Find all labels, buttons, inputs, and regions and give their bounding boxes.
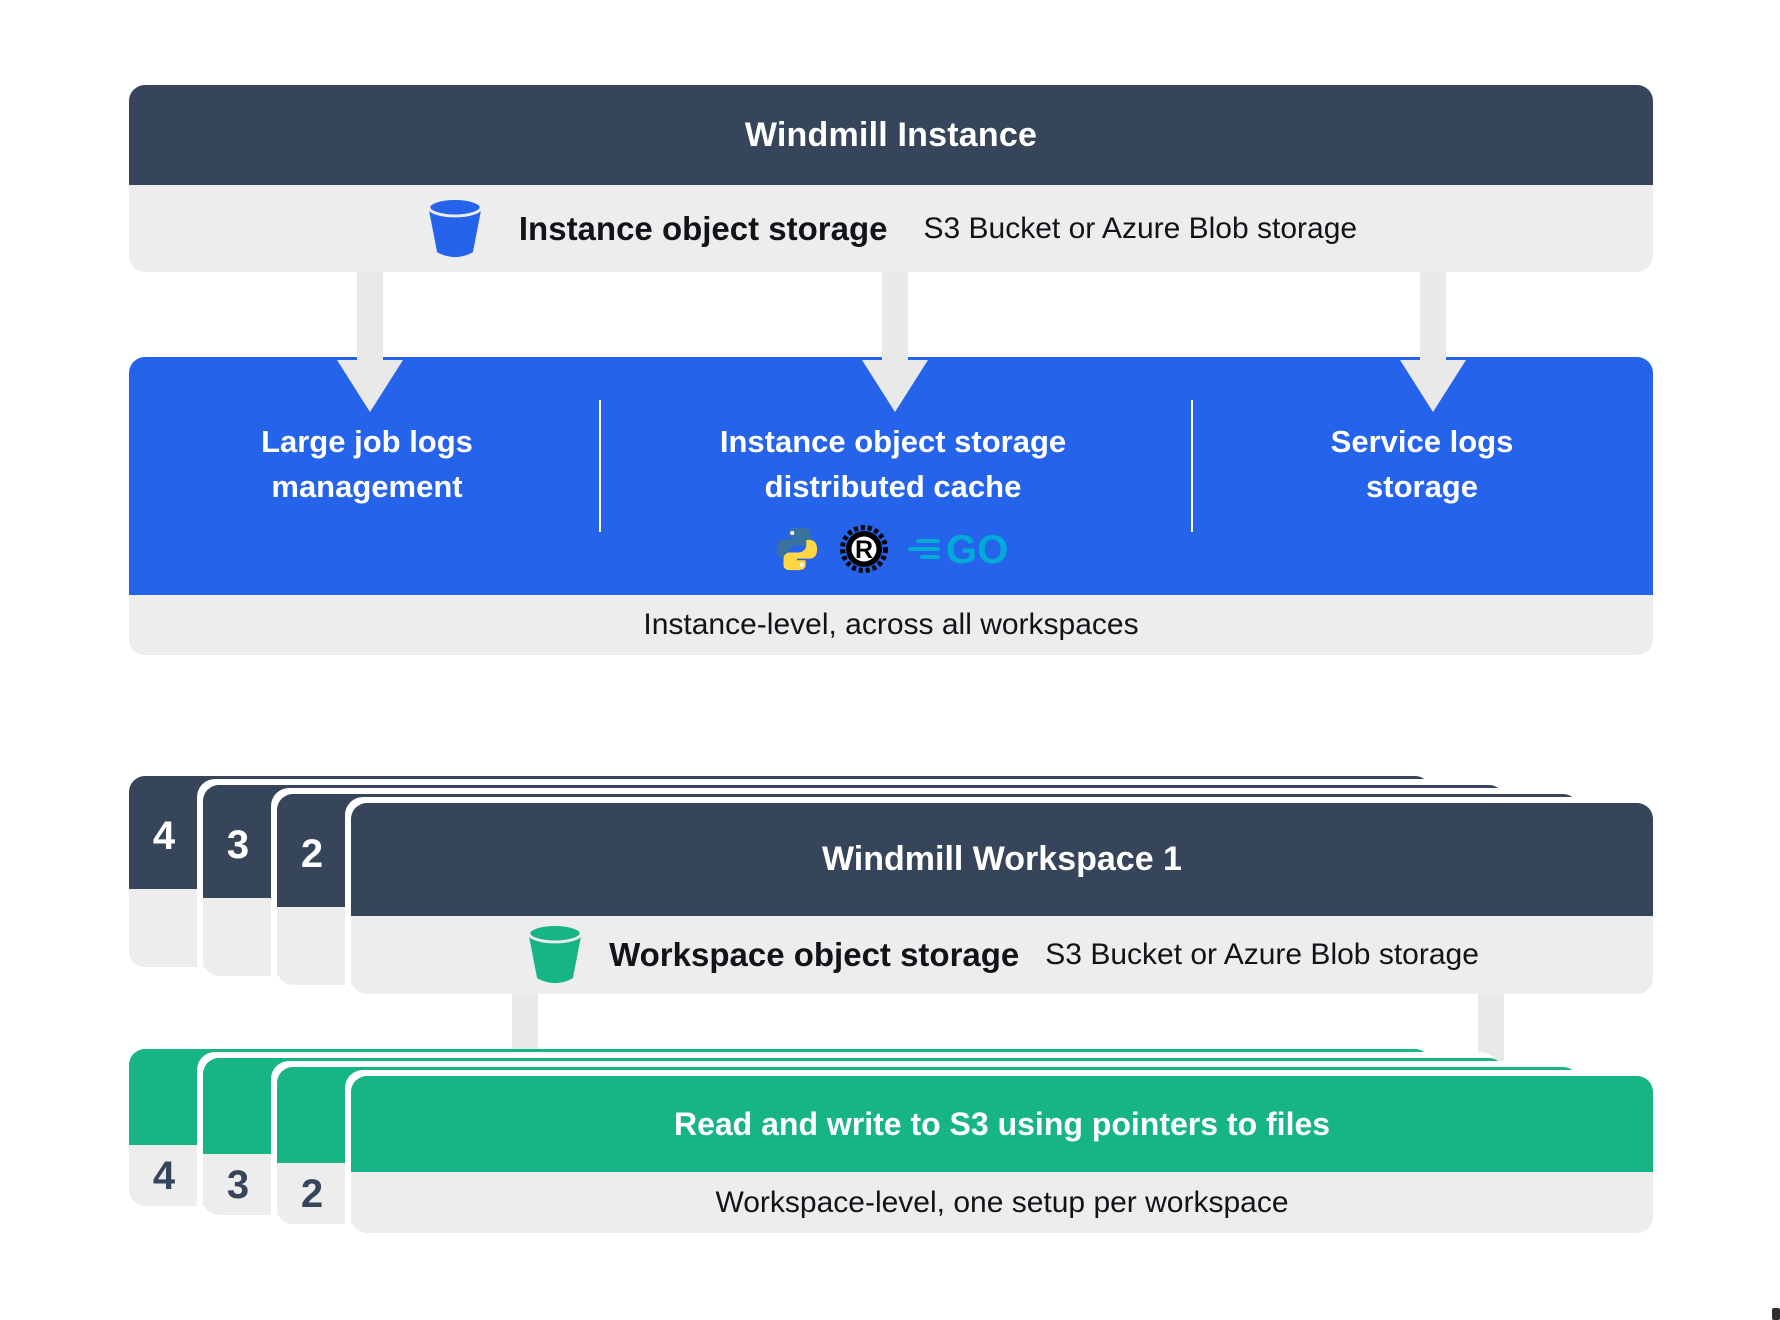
feature-line: Instance object storage xyxy=(719,424,1067,459)
feature-line: Service logs xyxy=(1330,424,1514,459)
stack-number: 4 xyxy=(152,1154,176,1198)
column-divider xyxy=(1191,400,1193,532)
instance-storage-sublabel: S3 Bucket or Azure Blob storage xyxy=(923,211,1358,245)
feature-line: management xyxy=(271,469,463,504)
bucket-icon xyxy=(525,923,585,987)
workspace-action-text: Read and write to S3 using pointers to f… xyxy=(673,1105,1331,1142)
svg-text:R: R xyxy=(855,536,873,564)
go-icon: GO xyxy=(908,528,1008,571)
workspace-action-banner: Read and write to S3 using pointers to f… xyxy=(351,1076,1653,1172)
workspace-card-1-header: Windmill Workspace 1 xyxy=(351,803,1653,916)
workspace-caption: Workspace-level, one setup per workspace xyxy=(351,1172,1653,1233)
instance-card: Windmill Instance Instance object storag… xyxy=(129,85,1653,272)
workspace-storage-sublabel: S3 Bucket or Azure Blob storage xyxy=(1045,938,1479,971)
rust-icon: R xyxy=(840,525,888,573)
instance-storage-label: Instance object storage xyxy=(518,209,888,247)
workspace-storage-label: Workspace object storage xyxy=(609,936,1020,973)
workspace-card-1: Windmill Workspace 1 Workspace object st… xyxy=(351,803,1653,994)
feature-line: Large job logs xyxy=(261,424,473,459)
bucket-icon xyxy=(425,196,485,261)
feature-service-logs: Service logs storage xyxy=(1190,419,1654,509)
stack-number: 2 xyxy=(300,1172,324,1216)
python-icon xyxy=(776,527,818,571)
instance-caption-text: Instance-level, across all workspaces xyxy=(643,608,1139,641)
stack-number: 2 xyxy=(300,832,324,876)
feature-large-job-logs: Large job logs management xyxy=(137,419,597,509)
language-icons-row: R GO xyxy=(774,523,1012,575)
instance-storage-row: Instance object storage S3 Bucket or Azu… xyxy=(129,185,1653,272)
workspace-storage-row: Workspace object storage S3 Bucket or Az… xyxy=(351,916,1653,994)
corner-artifact xyxy=(1772,1308,1780,1320)
instance-title: Windmill Instance xyxy=(744,115,1038,154)
instance-card-header: Windmill Instance xyxy=(129,85,1653,185)
stack-number: 3 xyxy=(226,823,250,867)
stack-number: 4 xyxy=(152,814,176,858)
green-card-1: Read and write to S3 using pointers to f… xyxy=(351,1076,1653,1233)
stack-number: 3 xyxy=(226,1163,250,1207)
workspace-title: Windmill Workspace 1 xyxy=(822,840,1182,878)
feature-distributed-cache: Instance object storage distributed cach… xyxy=(661,419,1125,575)
feature-line: storage xyxy=(1366,469,1478,504)
feature-line: distributed cache xyxy=(764,469,1022,504)
column-divider xyxy=(599,400,601,532)
workspace-caption-text: Workspace-level, one setup per workspace xyxy=(715,1185,1289,1219)
svg-text:GO: GO xyxy=(946,528,1008,571)
instance-caption: Instance-level, across all workspaces xyxy=(129,595,1653,655)
